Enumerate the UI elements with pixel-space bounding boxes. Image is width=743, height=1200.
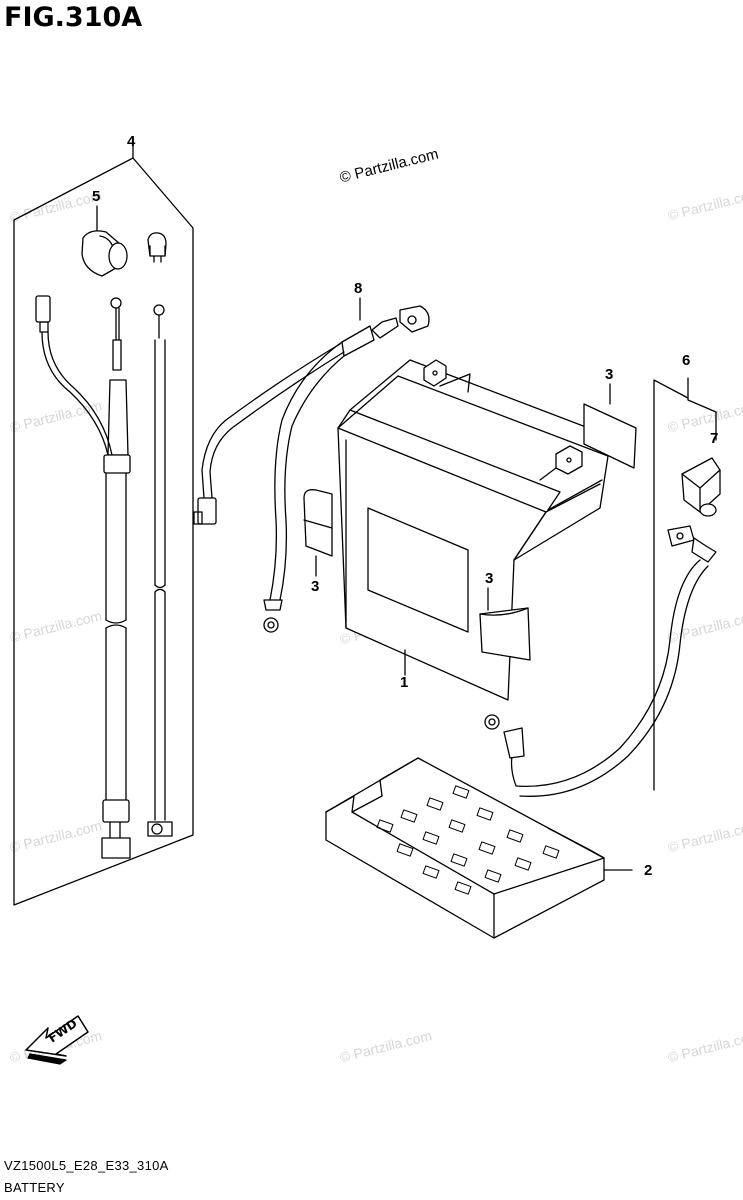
- callout-4: 4: [127, 133, 136, 150]
- battery-part-1: [337, 359, 621, 701]
- harness-kit-outline: [13, 157, 194, 906]
- callout-3: 3: [485, 570, 494, 587]
- figure-title: FIG.310A: [4, 2, 143, 33]
- harness-kit-group: [13, 137, 194, 906]
- harness-wire-right: [147, 304, 173, 837]
- callout-3: 3: [605, 366, 614, 383]
- callout-2: 2: [644, 862, 653, 879]
- relay-part-5: [81, 205, 167, 277]
- figure-caption: BATTERY: [4, 1180, 65, 1195]
- battery-tray-part-2: [325, 757, 633, 939]
- pad-part-3-right: [583, 383, 637, 469]
- pad-part-3-left: [303, 489, 333, 577]
- callout-1: 1: [400, 674, 409, 691]
- forward-direction-arrow: FWD: [25, 1015, 89, 1065]
- pad-part-3-front: [479, 587, 531, 661]
- callout-5: 5: [92, 188, 101, 205]
- model-code: VZ1500L5_E28_E33_310A: [4, 1158, 169, 1173]
- callout-7: 7: [710, 430, 719, 447]
- callout-3: 3: [311, 578, 320, 595]
- callout-8: 8: [354, 280, 363, 297]
- callout-6: 6: [682, 352, 691, 369]
- cable-part-8: [193, 297, 430, 633]
- leader-line-6: [687, 377, 717, 441]
- harness-wire-left: [35, 295, 131, 859]
- cable-kit-part-6: [484, 377, 721, 797]
